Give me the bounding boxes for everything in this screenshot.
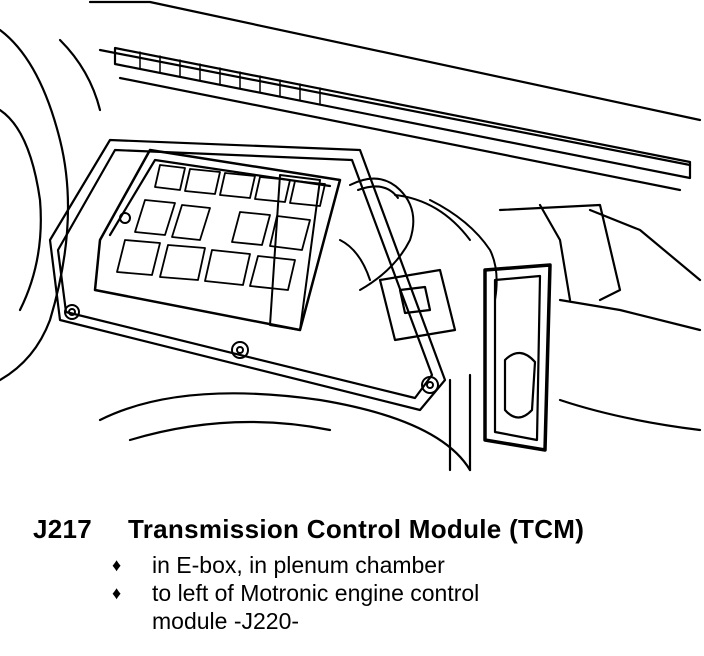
component-caption: J217 Transmission Control Module (TCM) ♦… <box>0 500 704 656</box>
component-code: J217 <box>33 514 93 544</box>
cowl-vent-strip <box>113 46 692 180</box>
diamond-bullet-icon: ♦ <box>112 555 122 575</box>
diamond-bullet-icon: ♦ <box>112 583 122 603</box>
tcm-grid-cells <box>116 164 326 291</box>
bullet-item: ♦ in E-box, in plenum chamber <box>112 552 445 579</box>
bullet-text-continuation: module -J220- <box>152 608 300 634</box>
engine-bay-illustration <box>0 0 702 472</box>
relay-block <box>378 268 457 342</box>
left-fender <box>0 28 70 382</box>
vent-slats <box>139 51 321 105</box>
motronic-ecm <box>483 263 552 452</box>
component-title: Transmission Control Module (TCM) <box>128 514 585 544</box>
lower-panel <box>98 392 472 472</box>
mounting-bolts <box>64 212 439 394</box>
bullet-text: to left of Motronic engine control <box>152 580 480 606</box>
cowl-panel <box>88 0 702 192</box>
right-bracket <box>498 203 622 302</box>
bullet-item: ♦ to left of Motronic engine control <box>112 580 479 607</box>
tcm-module <box>93 148 342 332</box>
bullet-text: in E-box, in plenum chamber <box>152 552 445 578</box>
wiring-harness <box>339 177 498 301</box>
e-box-tray <box>48 138 447 412</box>
